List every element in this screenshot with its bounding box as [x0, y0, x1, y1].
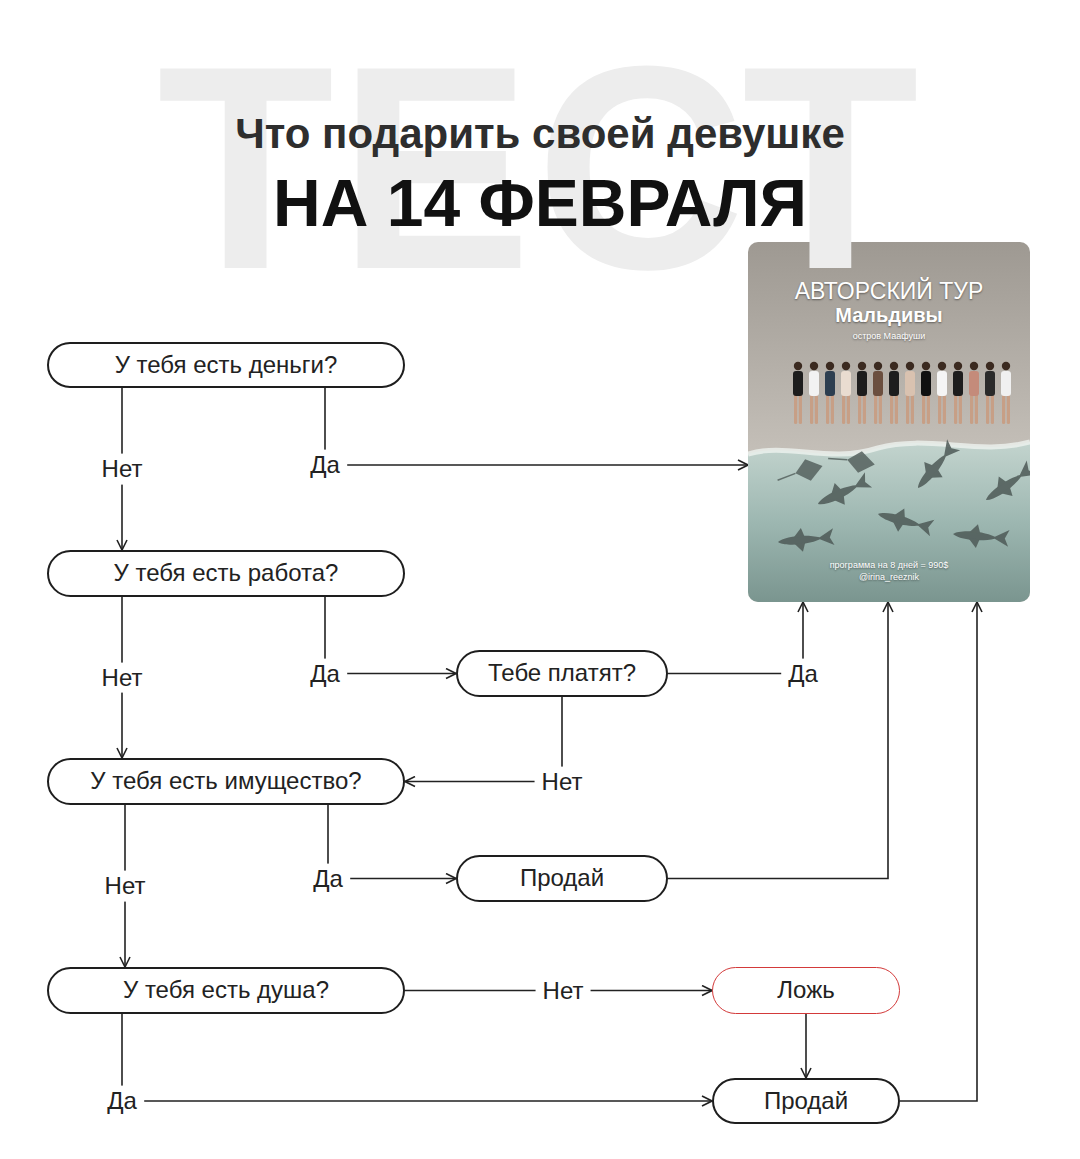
answer-label: Да [303, 450, 347, 481]
flow-arrow [122, 1014, 712, 1101]
tour-poster: АВТОРСКИЙ ТУРМальдивы остров Маафуши прогр… [748, 242, 1030, 602]
person [841, 371, 851, 396]
person [921, 371, 931, 396]
box-text: У тебя есть деньги? [115, 351, 338, 380]
person [825, 371, 835, 396]
question-pill: У тебя есть деньги? [47, 342, 405, 388]
flow-arrow [900, 602, 977, 1101]
person [858, 362, 866, 424]
answer-label: Да [781, 658, 825, 689]
person [809, 371, 819, 396]
poster-text: АВТОРСКИЙ ТУР [748, 278, 1030, 304]
box-text: У тебя есть душа? [123, 976, 329, 1005]
person [793, 371, 803, 396]
person [906, 362, 914, 424]
person [857, 371, 867, 396]
people [793, 362, 1011, 424]
question-pill: У тебя есть работа? [47, 550, 405, 597]
answer-label: Нет [95, 454, 150, 485]
person [922, 362, 930, 424]
answer-label: Да [303, 658, 347, 689]
poster-text: @irina_reeznik [748, 572, 1030, 582]
box-text: У тебя есть имущество? [90, 767, 361, 796]
person [842, 362, 850, 424]
person [986, 362, 994, 424]
sea-animals [774, 437, 1030, 554]
answer-label: Нет [95, 662, 150, 693]
answer-label: Нет [536, 975, 591, 1006]
watermark: ТЕСТ [0, 22, 1080, 312]
question-pill: Тебе платят? [456, 650, 668, 697]
person [937, 371, 947, 396]
stingray [774, 455, 825, 488]
person [810, 362, 818, 424]
action-pill: Продай [712, 1078, 900, 1124]
question-pill: У тебя есть имущество? [47, 758, 405, 805]
box-text: У тебя есть работа? [114, 559, 339, 588]
answer-label: Да [306, 863, 350, 894]
answer-label: Нет [535, 766, 590, 797]
result-pill: Ложь [712, 967, 900, 1014]
person [826, 362, 834, 424]
question-pill: У тебя есть душа? [47, 967, 405, 1014]
flow-arrow [325, 388, 748, 465]
stingray [827, 446, 877, 476]
box-text: Тебе платят? [488, 659, 636, 688]
answer-label: Нет [98, 871, 153, 902]
person [954, 362, 962, 424]
person [969, 371, 979, 396]
shark [952, 522, 1010, 551]
title: Что подарить своей девушке [0, 113, 1080, 155]
poster-text: программа на 8 дней = 990$ [748, 560, 1030, 570]
person [890, 362, 898, 424]
person [905, 371, 915, 396]
sea [748, 442, 1030, 602]
box-text: Ложь [777, 976, 834, 1005]
flow-arrow [805, 1014, 807, 1078]
shark [909, 437, 963, 495]
box-text: Продай [520, 864, 604, 893]
shark [813, 469, 874, 514]
shark [979, 458, 1030, 510]
flow-arrow [668, 602, 888, 879]
shark [875, 502, 935, 540]
person [938, 362, 946, 424]
action-pill: Продай [456, 855, 668, 902]
person [873, 371, 883, 396]
person [970, 362, 978, 424]
person [1002, 362, 1010, 424]
answer-label: Да [100, 1086, 144, 1117]
shark [777, 525, 835, 554]
poster-text: остров Маафуши [748, 331, 1030, 341]
title-line: НА 14 ФЕВРАЛЯ [0, 170, 1080, 236]
person [953, 371, 963, 396]
person [1001, 371, 1011, 396]
foam [748, 442, 1030, 454]
person [794, 362, 802, 424]
person [985, 371, 995, 396]
box-text: Продай [764, 1087, 848, 1116]
person [889, 371, 899, 396]
poster-text: Мальдивы [748, 304, 1030, 327]
person [874, 362, 882, 424]
